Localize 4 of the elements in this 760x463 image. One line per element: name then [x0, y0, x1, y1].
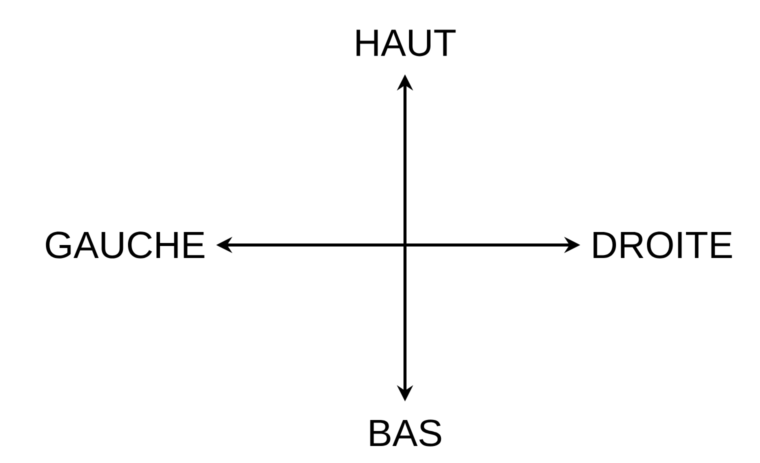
direction-label: GAUCHE [46, 232, 204, 258]
direction-label: DROITE [594, 232, 732, 258]
direction-label: HAUT [356, 30, 456, 56]
direction-label: BAS [370, 420, 442, 446]
